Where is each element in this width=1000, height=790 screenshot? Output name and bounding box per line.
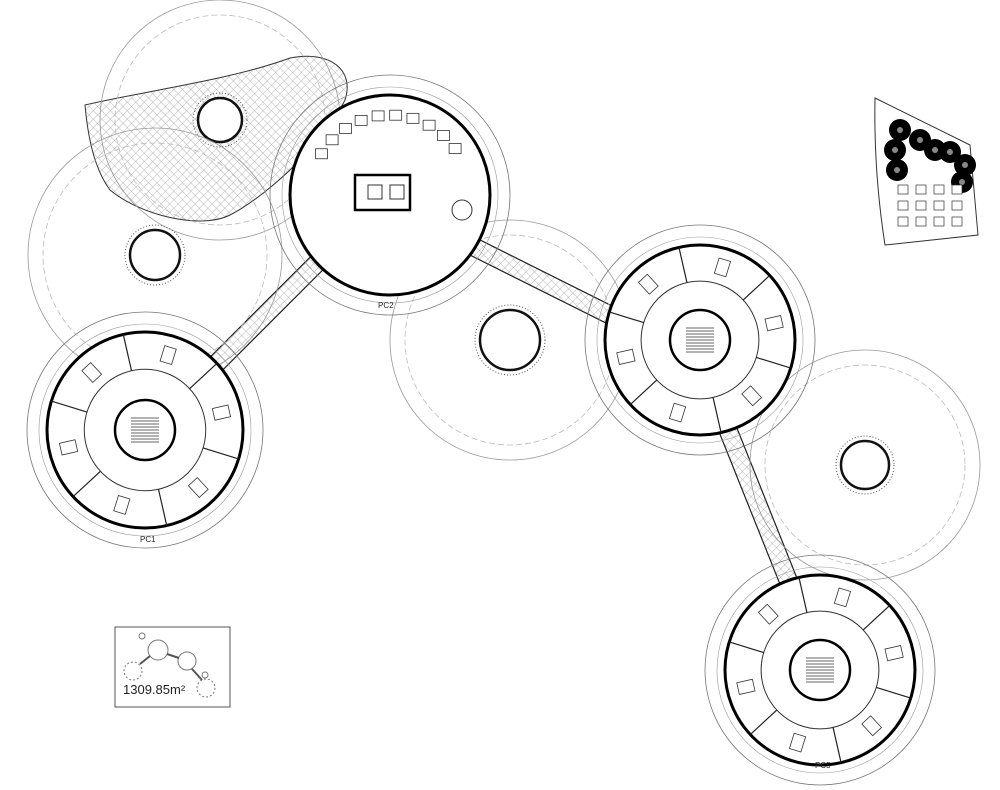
key-plan-unit xyxy=(915,200,927,211)
core-ring-2 xyxy=(835,435,895,495)
stair-core-1 xyxy=(128,228,182,282)
pod-corridor-ring xyxy=(640,280,760,400)
partition-wall xyxy=(122,334,133,371)
pod-corridor-ring xyxy=(760,610,880,730)
key-plan-unit xyxy=(897,216,909,227)
desk xyxy=(736,678,756,695)
desk xyxy=(764,315,784,332)
partition-wall xyxy=(72,470,101,498)
desk xyxy=(741,385,763,407)
table xyxy=(315,148,328,160)
core-ring-3 xyxy=(474,304,546,376)
desk xyxy=(58,439,79,456)
pod-outer-ring xyxy=(269,74,511,316)
partition-wall xyxy=(678,247,688,283)
pod-mid-ring xyxy=(281,86,499,304)
partition-wall xyxy=(798,577,808,613)
key-plan-unit xyxy=(951,216,963,227)
key-plan-core xyxy=(894,167,900,173)
key-plan-unit xyxy=(933,200,945,211)
partition-wall xyxy=(189,362,218,390)
key-plan-unit xyxy=(915,216,927,227)
partition-wall xyxy=(629,379,658,406)
table xyxy=(406,112,420,124)
key-plan-core xyxy=(962,162,968,168)
stair-core-3 xyxy=(478,308,542,372)
desk xyxy=(81,361,103,383)
stair-core-0 xyxy=(196,96,244,144)
partition-wall xyxy=(832,727,842,763)
partition-wall xyxy=(729,641,764,654)
key-plan-core xyxy=(917,137,923,143)
desk xyxy=(159,345,177,366)
pod-outer-ring xyxy=(26,311,264,549)
desk xyxy=(833,587,852,608)
desk xyxy=(211,404,232,421)
partition-wall xyxy=(712,397,722,433)
core-ring-0 xyxy=(192,92,248,148)
elevator xyxy=(389,184,405,200)
desk xyxy=(637,273,659,295)
key-plan-core xyxy=(897,127,903,133)
desk xyxy=(788,732,807,753)
desk xyxy=(757,603,779,625)
table xyxy=(354,114,368,126)
key-plan-unit xyxy=(933,184,945,195)
desk xyxy=(861,715,883,737)
elevator xyxy=(367,184,383,200)
desk xyxy=(113,494,131,515)
pod-mid-ring xyxy=(38,323,252,537)
partition-wall xyxy=(157,489,168,526)
key-plan-unit xyxy=(897,200,909,211)
key-plan-unit xyxy=(951,200,963,211)
desk xyxy=(616,348,636,365)
key-plan-unit xyxy=(897,184,909,195)
table xyxy=(325,134,339,146)
partition-wall xyxy=(51,400,88,413)
partition-wall xyxy=(862,604,891,631)
desk xyxy=(713,257,732,278)
desk xyxy=(884,645,904,662)
partition-wall xyxy=(756,356,791,369)
outer-arc-2 xyxy=(749,349,981,581)
pod-outer-ring xyxy=(704,554,936,786)
area-value: 1309.85m² xyxy=(123,682,186,697)
key-plan-unit xyxy=(915,184,927,195)
desk xyxy=(187,477,209,499)
key-plan-unit xyxy=(933,216,945,227)
landscape-circle-2 xyxy=(764,364,966,566)
pod-mid-ring xyxy=(596,236,804,444)
partition-wall xyxy=(609,311,644,324)
core-ring-1 xyxy=(124,224,186,286)
key-plan-unit xyxy=(951,184,963,195)
area-legend: 1309.85m² xyxy=(114,626,231,708)
partition-wall xyxy=(202,447,239,460)
key-plan-core xyxy=(892,147,898,153)
pod-label-pc1: PC1 xyxy=(140,535,156,544)
pod-outer-ring xyxy=(584,224,816,456)
key-plan xyxy=(874,97,979,246)
table xyxy=(422,119,436,131)
stair-core-2 xyxy=(839,439,891,491)
partition-wall xyxy=(742,274,771,301)
pod-corridor-ring xyxy=(83,368,207,492)
partition-wall xyxy=(749,709,778,736)
pod-label-pc2: PC2 xyxy=(378,301,394,310)
table xyxy=(448,143,462,154)
pod-label-pc5: PC5 xyxy=(815,761,831,770)
key-plan-core xyxy=(947,149,953,155)
pod-mid-ring xyxy=(716,566,924,774)
desk xyxy=(668,402,687,423)
key-plan-core xyxy=(959,179,965,185)
partition-wall xyxy=(876,686,911,699)
table xyxy=(389,109,403,121)
table xyxy=(436,130,450,141)
table xyxy=(339,123,352,134)
round-table xyxy=(451,199,473,221)
table xyxy=(371,110,385,122)
key-plan-core xyxy=(932,147,938,153)
